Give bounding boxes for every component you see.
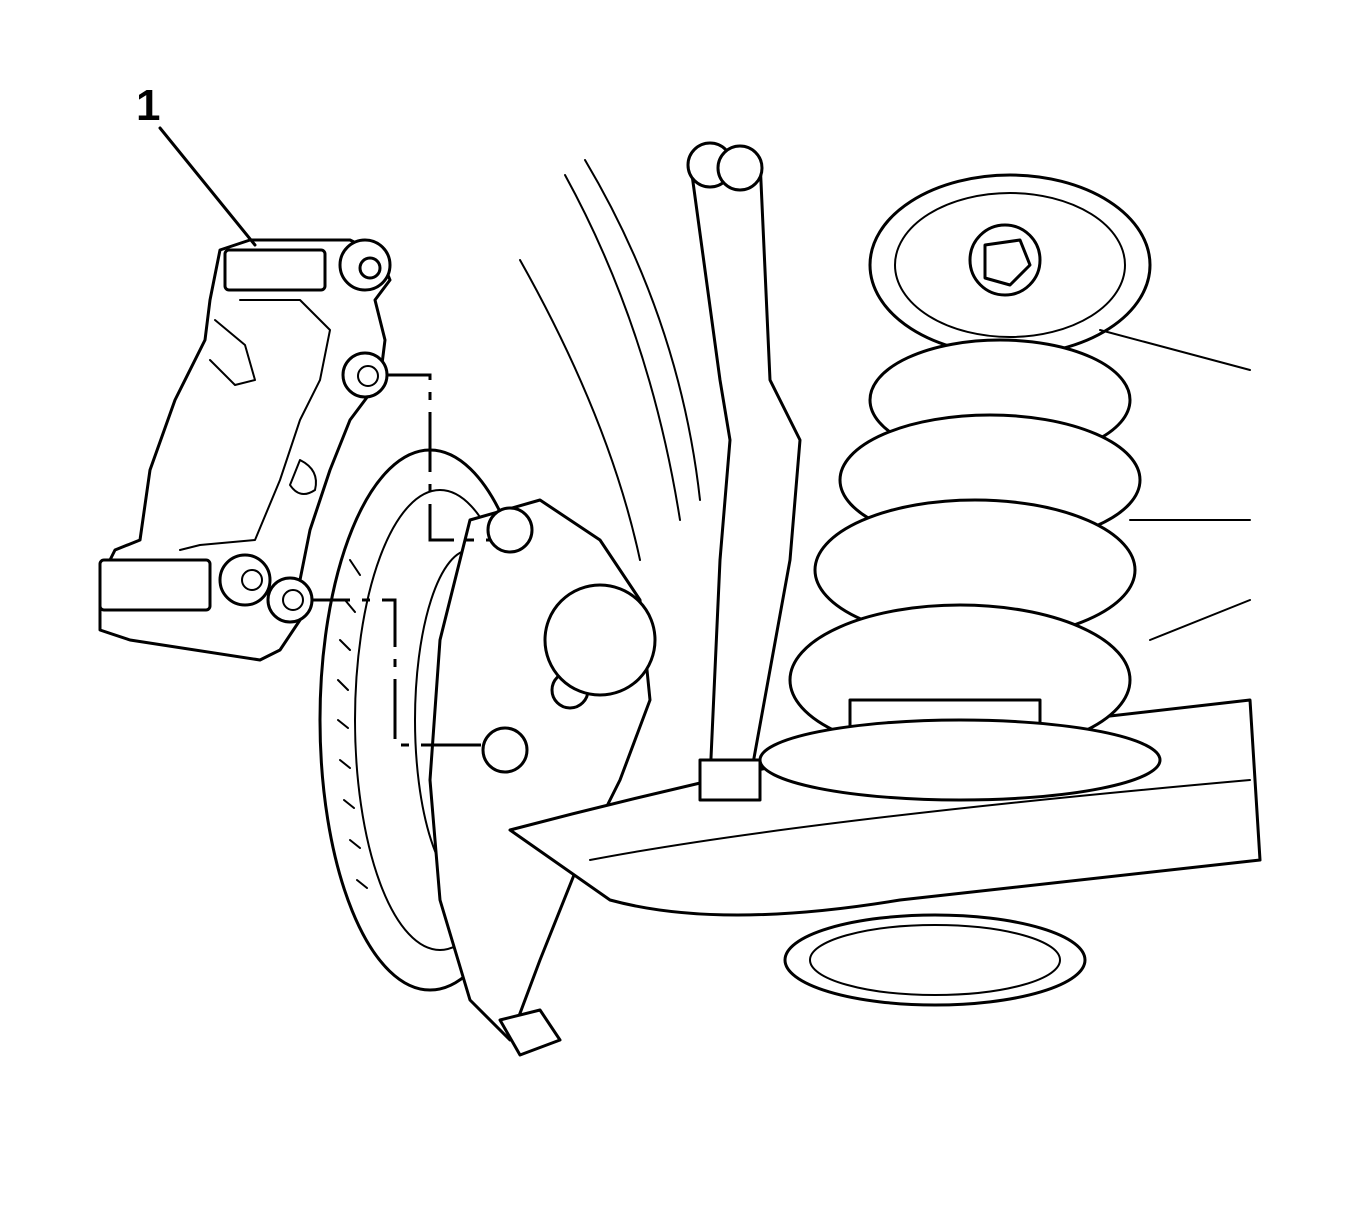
coil-spring-strut xyxy=(758,173,1251,802)
fender-arcs xyxy=(519,159,701,561)
steering-knuckle xyxy=(428,498,657,1057)
alignment-lines xyxy=(290,373,490,747)
caliper-bracket xyxy=(98,238,392,662)
callout-number: 1 xyxy=(136,81,161,130)
stabilizer-link xyxy=(686,141,802,802)
callout-leader-line xyxy=(158,126,257,247)
